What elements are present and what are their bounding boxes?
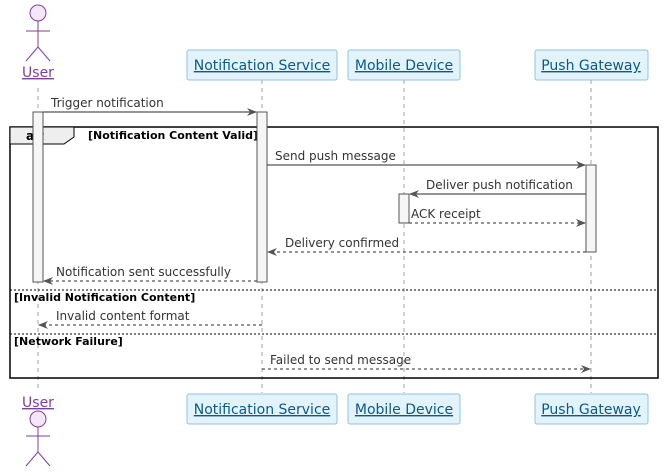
actor-user-label: User xyxy=(22,65,54,81)
message-label: Deliver push notification xyxy=(426,178,573,192)
participant-mobile-device-top[interactable]: Mobile Device xyxy=(347,49,461,81)
participant-label: Push Gateway xyxy=(541,402,641,418)
message-label: Failed to send message xyxy=(270,353,411,367)
actor-head-icon xyxy=(29,4,47,22)
message-ack: ACK receipt xyxy=(409,207,586,227)
participant-label: Push Gateway xyxy=(541,58,641,74)
participant-notification-service-bottom[interactable]: Notification Service xyxy=(186,393,338,425)
message-send-push: Send push message xyxy=(267,149,586,169)
guard-valid: [Notification Content Valid] xyxy=(88,129,258,142)
participant-mobile-device-bottom[interactable]: Mobile Device xyxy=(347,393,461,425)
participant-push-gateway-top[interactable]: Push Gateway xyxy=(534,49,649,81)
actor-user-bottom[interactable]: User xyxy=(22,395,54,467)
activation-user xyxy=(32,111,44,283)
participant-push-gateway-bottom[interactable]: Push Gateway xyxy=(534,393,649,425)
participant-label: Mobile Device xyxy=(355,58,453,74)
message-label: Trigger notification xyxy=(50,96,164,110)
participant-label: Mobile Device xyxy=(355,402,453,418)
message-failed-send: Failed to send message xyxy=(262,353,591,373)
message-label: Notification sent successfully xyxy=(56,265,231,279)
actor-user-label: User xyxy=(22,395,54,411)
alt-fragment: alt [Notification Content Valid] [Invali… xyxy=(9,126,659,379)
actor-user-top[interactable]: User xyxy=(22,4,54,81)
message-label: Send push message xyxy=(275,149,396,163)
actor-head-icon xyxy=(29,410,47,428)
message-label: Invalid content format xyxy=(56,309,190,323)
message-delivery-confirmed: Delivery confirmed xyxy=(267,236,586,256)
message-sent-success: Notification sent successfully xyxy=(43,265,257,285)
participant-label: Notification Service xyxy=(194,58,331,74)
message-deliver-push: Deliver push notification xyxy=(409,178,586,198)
activation-mobile-device xyxy=(398,193,410,224)
message-label: Delivery confirmed xyxy=(285,236,399,250)
message-invalid-format: Invalid content format xyxy=(38,309,262,329)
message-label: ACK receipt xyxy=(411,207,481,221)
participant-notification-service-top[interactable]: Notification Service xyxy=(186,49,338,81)
message-trigger: Trigger notification xyxy=(43,96,257,116)
guard-network: [Network Failure] xyxy=(14,335,123,348)
guard-invalid: [Invalid Notification Content] xyxy=(14,291,195,304)
participant-label: Notification Service xyxy=(194,402,331,418)
activation-push-gateway xyxy=(585,164,597,253)
activation-notification-service xyxy=(256,111,268,283)
